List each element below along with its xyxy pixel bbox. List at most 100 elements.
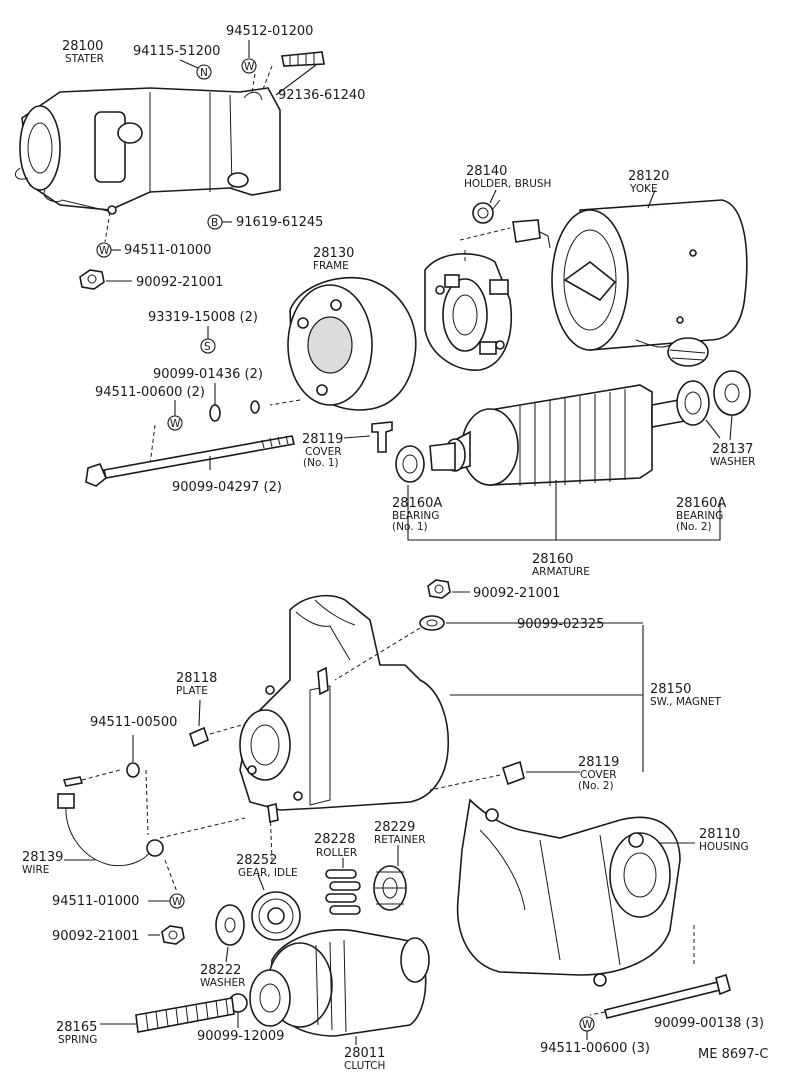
spring-drawing [135, 997, 235, 1033]
label-frame-name: FRAME [313, 260, 349, 272]
label-93319-15008: 93319-15008 (2) [148, 310, 258, 325]
label-94511-00600-3: 94511-00600 (3) [540, 1041, 650, 1056]
label-clutch-name: CLUTCH [344, 1060, 385, 1072]
label-bearing-no1-num: 28160A [392, 496, 442, 511]
label-bearing-no2-name: BEARING [676, 510, 723, 522]
idle-gear-drawing [251, 891, 301, 941]
cover-no2-drawing [502, 760, 525, 786]
label-wire-num: 28139 [22, 850, 63, 865]
label-90099-04297: 90099-04297 (2) [172, 480, 282, 495]
bearing-no1-drawing [395, 445, 425, 483]
washer-28222-drawing [215, 904, 245, 946]
brush-drawing [512, 219, 551, 249]
label-90092-21001-bottom: 90092-21001 [52, 929, 139, 944]
label-armature-name: ARMATURE [532, 566, 590, 578]
symbol-washer-w-wire: W [169, 893, 185, 909]
magnet-switch-drawing [239, 594, 450, 811]
label-washer-28137-name: WASHER [710, 456, 755, 468]
label-sw-magnet-num: 28150 [650, 682, 691, 697]
symbol-snap-s: S [200, 338, 216, 354]
svg-text:W: W [172, 896, 183, 908]
roller-drawing [325, 869, 361, 915]
yoke-drawing [551, 199, 748, 367]
label-stater-num: 28100 [62, 39, 103, 54]
washer-94511-00500-drawing [126, 762, 140, 778]
label-90099-02325: 90099-02325 [517, 617, 604, 632]
label-94115-51200: 94115-51200 [133, 44, 220, 59]
label-washer-28137-num: 28137 [712, 442, 753, 457]
symbol-washer-w-left: W [96, 242, 112, 258]
oring-drawing-1 [209, 404, 221, 422]
svg-text:W: W [244, 61, 255, 73]
label-plate-name: PLATE [176, 685, 208, 697]
label-91619-61245: 91619-61245 [236, 215, 323, 230]
label-washer-28222-num: 28222 [200, 963, 241, 978]
label-wire-name: WIRE [22, 864, 49, 876]
label-holder-num: 28140 [466, 164, 507, 179]
label-94511-00600-2: 94511-00600 (2) [95, 385, 205, 400]
through-bolt-drawing [85, 435, 295, 487]
armature-drawing [429, 384, 691, 486]
label-90092-21001-mid: 90092-21001 [473, 586, 560, 601]
label-clutch-num: 28011 [344, 1046, 385, 1061]
brush-spring-drawing [472, 199, 501, 224]
label-92136-61240: 92136-61240 [278, 88, 365, 103]
label-armature-num: 28160 [532, 552, 573, 567]
label-cover-no1-num: 28119 [302, 432, 343, 447]
label-holder-name: HOLDER, BRUSH [464, 178, 551, 190]
label-roller-num: 28228 [314, 832, 355, 847]
label-cover-no1-sub: (No. 1) [303, 457, 339, 469]
label-bearing-no1-sub: (No. 1) [392, 521, 428, 533]
plate-drawing [189, 726, 209, 748]
label-cover-no2-sub: (No. 2) [578, 780, 614, 792]
clutch-drawing [249, 929, 430, 1037]
nut-drawing-top [79, 269, 105, 290]
label-roller-name: ROLLER [316, 847, 357, 859]
starter-assembly-drawing [15, 87, 281, 215]
label-90099-00138: 90099-00138 (3) [654, 1016, 764, 1031]
label-94511-01000-top: 94511-01000 [124, 243, 211, 258]
svg-text:N: N [200, 67, 208, 79]
symbol-bolt-b: B [207, 214, 223, 230]
label-housing-name: HOUSING [699, 841, 749, 853]
label-sw-magnet-name: SW., MAGNET [650, 696, 722, 708]
symbol-nut-n: N [196, 64, 212, 80]
label-housing-num: 28110 [699, 827, 740, 842]
label-bearing-no1-name: BEARING [392, 510, 439, 522]
label-plate-num: 28118 [176, 671, 217, 686]
symbol-washer-w-mid: W [167, 415, 183, 431]
label-bearing-no2-num: 28160A [676, 496, 726, 511]
label-gear-idle-name: GEAR, IDLE [238, 867, 298, 879]
symbol-washer-w-top: W [241, 58, 257, 74]
svg-text:B: B [211, 217, 218, 229]
label-spring-num: 28165 [56, 1020, 97, 1035]
label-bearing-no2-sub: (No. 2) [676, 521, 712, 533]
nut-drawing-90092c [161, 925, 185, 945]
frame-drawing [287, 276, 417, 411]
oring-drawing-2 [250, 400, 260, 414]
label-yoke-name: YOKE [629, 183, 658, 195]
bearing-no2-drawing [676, 380, 710, 426]
brush-holder-drawing [424, 253, 512, 371]
label-retainer-name: RETAINER [374, 834, 426, 846]
label-gear-idle-num: 28252 [236, 853, 277, 868]
label-cover-no2-name: COVER [580, 769, 617, 781]
label-frame-num: 28130 [313, 246, 354, 261]
washer-28137-drawing [713, 370, 751, 416]
svg-text:W: W [582, 1019, 593, 1031]
svg-text:W: W [170, 418, 181, 430]
label-94512-01200: 94512-01200 [226, 24, 313, 39]
stud-drawing [281, 51, 325, 67]
label-90099-01436: 90099-01436 (2) [153, 367, 263, 382]
label-90092-21001-top: 90092-21001 [136, 275, 223, 290]
label-stater-name: STATER [65, 53, 104, 65]
label-spring-name: SPRING [58, 1034, 97, 1046]
washer-drawing-90099-02325 [419, 615, 445, 631]
long-bolt-drawing [604, 973, 731, 1019]
cover-no1-drawing [371, 421, 393, 453]
nut-drawing-90092b [427, 579, 451, 599]
label-washer-28222-name: WASHER [200, 977, 245, 989]
label-90099-12009: 90099-12009 [197, 1029, 284, 1044]
housing-drawing [456, 798, 681, 987]
